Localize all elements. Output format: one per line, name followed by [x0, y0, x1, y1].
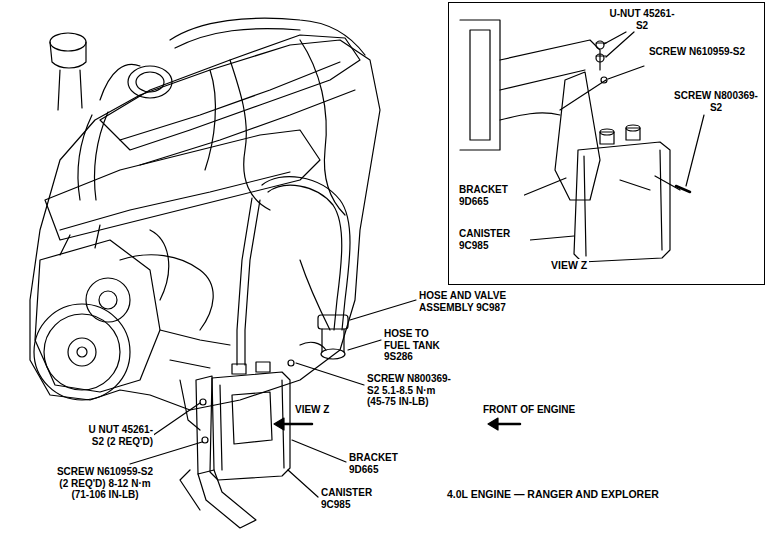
- part-callout: SCREW N610959-S2 (2 REQ'D) 8-12 N·m (71-…: [52, 466, 158, 501]
- view-title: VIEW Z: [549, 259, 589, 271]
- line-art: [488, 418, 498, 430]
- figure-caption: 4.0L ENGINE — RANGER AND EXPLORER: [447, 488, 659, 500]
- line-art: [292, 440, 346, 462]
- line-art: [58, 70, 82, 110]
- line-art: [268, 185, 342, 330]
- line-art: [35, 240, 160, 392]
- line-art: [152, 403, 200, 436]
- line-art: [686, 115, 704, 186]
- line-art: [282, 423, 312, 426]
- line-art: [198, 470, 256, 528]
- line-art: [348, 340, 381, 350]
- line-art: [77, 347, 87, 357]
- part-callout: CANISTER 9C985: [320, 487, 388, 510]
- part-callout: HOSE AND VALVE ASSEMBLY 9C987: [418, 290, 532, 313]
- line-art: [99, 291, 117, 309]
- line-art: [232, 364, 246, 374]
- part-callout: VIEW Z: [294, 404, 330, 416]
- line-art: [601, 77, 607, 83]
- line-art: [128, 66, 172, 98]
- line-art: [600, 129, 614, 135]
- line-art: [50, 33, 86, 51]
- line-art: [274, 418, 284, 430]
- line-art: [30, 40, 380, 410]
- line-art: [596, 41, 604, 49]
- line-art: [296, 363, 364, 385]
- line-art: [288, 470, 318, 497]
- line-art: [620, 176, 680, 190]
- line-art: [350, 300, 416, 320]
- line-art: [470, 30, 490, 140]
- line-art: [120, 62, 340, 140]
- line-art: [318, 315, 348, 329]
- line-art: [220, 380, 284, 470]
- line-art: [86, 278, 130, 322]
- line-art: [574, 142, 670, 262]
- line-art: [555, 72, 600, 200]
- line-art: [676, 186, 690, 192]
- line-art: [200, 399, 206, 405]
- line-art: [100, 35, 360, 150]
- line-art: [530, 236, 574, 240]
- line-art: [608, 66, 644, 79]
- line-art: [60, 225, 100, 255]
- line-art: [68, 338, 96, 366]
- line-art: [626, 125, 640, 131]
- line-art: [300, 40, 345, 215]
- line-art: [232, 392, 272, 444]
- part-callout: SCREW N800369-S2: [668, 90, 764, 113]
- part-callout: FRONT OF ENGINE: [482, 404, 576, 416]
- line-art: [596, 43, 606, 56]
- line-art: [596, 54, 604, 62]
- line-art: [522, 178, 566, 196]
- line-art: [180, 470, 200, 510]
- line-art: [175, 29, 300, 48]
- part-callout: U-NUT 45261-S2: [604, 8, 680, 31]
- line-art: [300, 260, 330, 330]
- line-art: [202, 437, 208, 443]
- part-callout: U NUT 45261-S2 (2 REQ'D): [76, 424, 154, 447]
- line-art: [136, 72, 164, 92]
- line-art: [288, 360, 294, 366]
- line-art: [460, 20, 500, 150]
- line-art: [50, 42, 86, 68]
- part-callout: SCREW N800369-S2 5.1-8.5 N·m (45-75 IN-L…: [366, 373, 452, 408]
- line-art: [262, 177, 350, 330]
- line-art: [30, 18, 704, 528]
- line-art: [60, 172, 290, 230]
- line-art: [237, 198, 252, 365]
- line-art: [45, 130, 320, 240]
- line-art: [100, 64, 140, 100]
- part-callout: BRACKET 9D665: [348, 452, 414, 475]
- line-art: [140, 90, 355, 165]
- line-art: [170, 18, 365, 55]
- line-art: [300, 342, 326, 350]
- line-art: [230, 60, 270, 210]
- line-art: [256, 362, 270, 372]
- line-art: [95, 112, 109, 200]
- line-art: [606, 32, 634, 57]
- part-callout: BRACKET 9D665: [458, 184, 524, 207]
- line-art: [205, 70, 215, 170]
- line-art: [321, 349, 345, 359]
- line-art: [120, 255, 213, 330]
- line-art: [160, 330, 230, 368]
- part-callout: CANISTER 9C985: [458, 228, 530, 251]
- line-art: [210, 372, 290, 480]
- part-callout: SCREW N610959-S2: [644, 46, 750, 58]
- line-art: [44, 314, 120, 390]
- line-art: [496, 423, 520, 426]
- line-art: [500, 113, 560, 120]
- line-art: [34, 304, 130, 400]
- line-art: [78, 115, 92, 200]
- line-art: [560, 80, 606, 110]
- part-callout: HOSE TO FUEL TANK 9S286: [383, 328, 449, 363]
- line-art: [500, 40, 600, 90]
- line-art: [584, 150, 662, 256]
- line-art: [196, 376, 214, 474]
